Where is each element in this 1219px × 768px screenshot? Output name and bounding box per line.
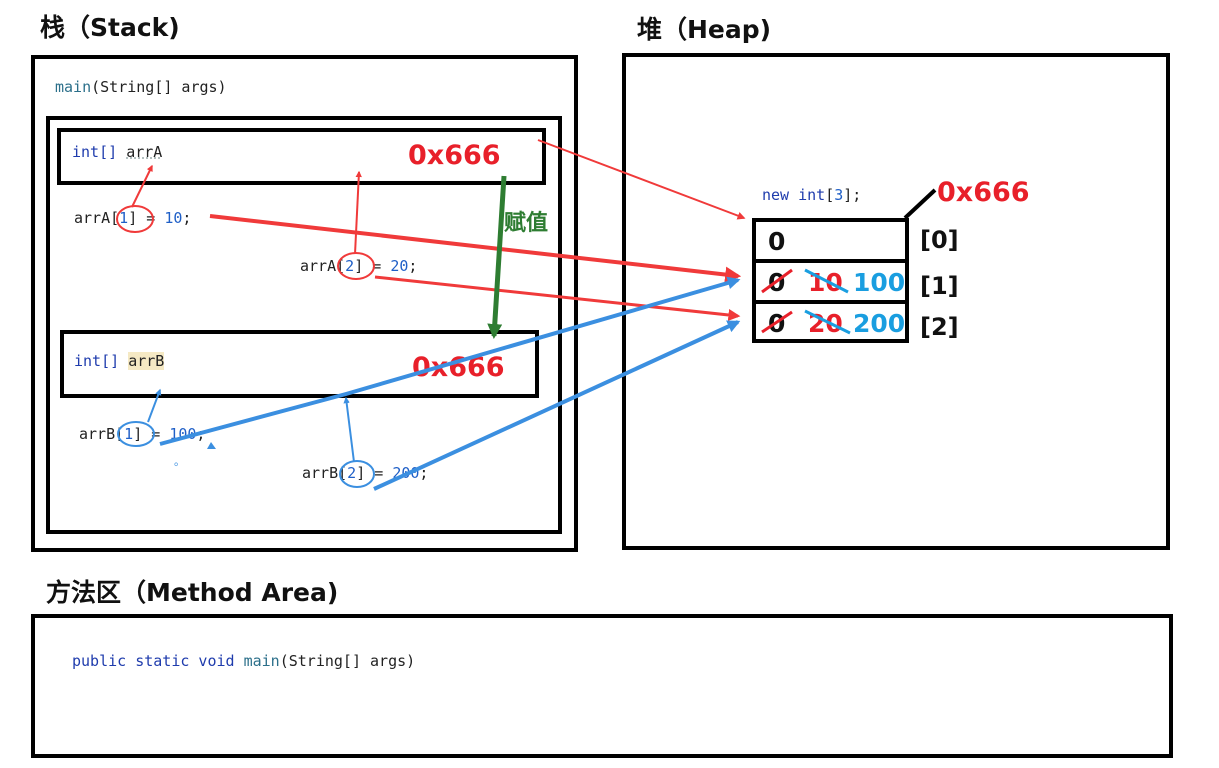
stmt-arrA-2-end: ;	[408, 257, 418, 275]
method-area-region	[31, 614, 1173, 758]
index-label-0: [0]	[920, 226, 959, 254]
arrB-name: arrB	[128, 352, 165, 370]
stmt-arrB-2-assign: ] =	[356, 464, 393, 482]
stmt-arrA-1-index: 1	[119, 209, 129, 227]
new-size: 3	[834, 186, 844, 204]
cell-1-old-value: 10	[808, 268, 843, 297]
arrB-address: 0x666	[412, 352, 505, 383]
arrB-declaration: int[] arrB	[74, 352, 165, 370]
stmt-arrA-2-prefix: arrA[	[300, 257, 346, 275]
index-label-2: [2]	[920, 313, 959, 341]
new-array-statement: new int[3];	[762, 186, 861, 204]
cell-1-current-value: 100	[853, 268, 906, 297]
stmt-arrA-1-end: ;	[182, 209, 192, 227]
new-open: [	[825, 186, 835, 204]
array-cell-2	[752, 300, 909, 343]
new-type: int	[798, 186, 826, 204]
new-close: ];	[843, 186, 862, 204]
stmt-arrB-1-assign: ] =	[133, 425, 170, 443]
arrA-declaration: int[] arrA	[72, 143, 162, 161]
assign-label: 赋值	[504, 211, 549, 236]
heap-title: 堆（Heap)	[637, 15, 772, 44]
stmt-arrB-2-end: ;	[419, 464, 429, 482]
stmt-arrB-2-value: 200	[392, 464, 420, 482]
stmt-arrB-1-end: ;	[196, 425, 206, 443]
stmt-arrB-2-prefix: arrB[	[302, 464, 348, 482]
stmt-arrA-2-assign: ] =	[354, 257, 391, 275]
stmt-arrB-1-prefix: arrB[	[79, 425, 125, 443]
method-modifiers: public static void	[72, 652, 235, 670]
arrB-type: int[]	[74, 352, 120, 370]
method-params: (String[] args)	[279, 652, 416, 670]
stmt-arrB-1-value: 100	[169, 425, 197, 443]
stmt-arrA-1-prefix: arrA[	[74, 209, 120, 227]
cell-2-old-zero: 0	[768, 309, 786, 338]
arrA-address: 0x666	[408, 140, 501, 171]
stmt-arrA-1: arrA[1] = 10;	[74, 209, 191, 227]
main-name: main	[55, 78, 92, 96]
main-params: (String[] args)	[91, 78, 227, 96]
new-keyword: new	[762, 186, 790, 204]
stack-title: 栈（Stack)	[40, 13, 180, 42]
stmt-arrB-1-index: 1	[124, 425, 134, 443]
stmt-arrB-1: arrB[1] = 100;	[79, 425, 205, 443]
cell-1-old-zero: 0	[768, 268, 786, 297]
heap-address: 0x666	[937, 177, 1030, 208]
cell-2-old-value: 20	[808, 309, 843, 338]
method-area-title: 方法区（Method Area)	[46, 578, 339, 607]
method-area-signature: public static void main(String[] args)	[72, 652, 415, 670]
index-label-1: [1]	[920, 272, 959, 300]
stmt-arrA-1-value: 10	[164, 209, 183, 227]
stmt-arrB-2-index: 2	[347, 464, 357, 482]
stmt-arrA-2-index: 2	[345, 257, 355, 275]
stmt-arrB-2: arrB[2] = 200;	[302, 464, 428, 482]
cell-2-current-value: 200	[853, 309, 906, 338]
stray-mark: 。	[174, 455, 185, 468]
stmt-arrA-2: arrA[2] = 20;	[300, 257, 417, 275]
main-frame-signature: main(String[] args)	[55, 78, 227, 96]
method-name: main	[243, 652, 280, 670]
stmt-arrA-2-value: 20	[390, 257, 409, 275]
arrA-type: int[]	[72, 143, 118, 161]
stmt-arrA-1-assign: ] =	[128, 209, 165, 227]
arrA-name: arrA	[126, 143, 163, 161]
cell-0-value: 0	[768, 227, 786, 256]
